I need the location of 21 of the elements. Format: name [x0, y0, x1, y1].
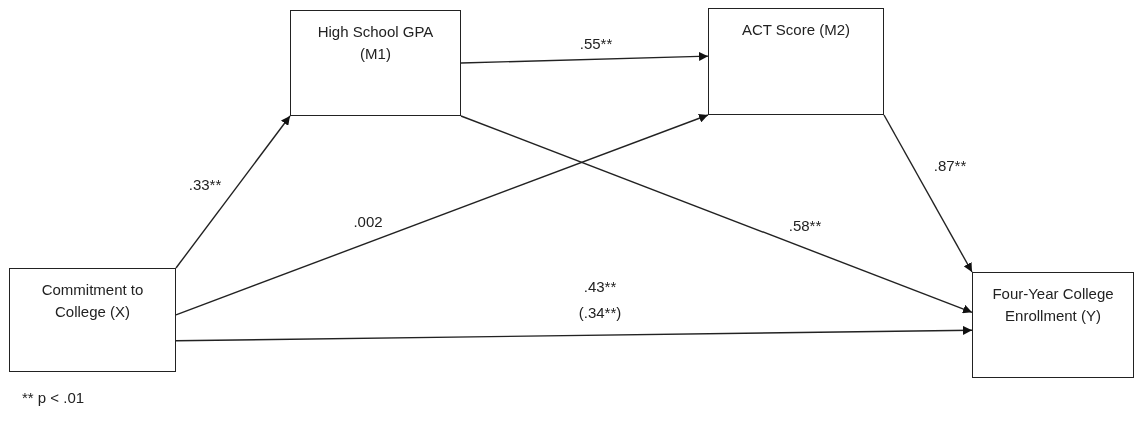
variable-box: [9, 268, 176, 372]
footnote: ** p < .01: [22, 388, 85, 408]
variable-box: [972, 272, 1134, 378]
path-arrow: [175, 113, 709, 316]
variable-name: ACT Score (M2): [740, 20, 852, 40]
path-arrow: [175, 325, 973, 342]
path-coefficient: .002: [352, 212, 384, 232]
variable-box: [290, 10, 461, 116]
path-arrow: [883, 114, 973, 273]
path-coefficient: .87**: [932, 156, 968, 176]
variable-name: Commitment to College (X): [40, 280, 145, 322]
variable-name: Four-Year College Enrollment (Y): [991, 284, 1115, 326]
variable-box: [708, 8, 884, 115]
path-arrow: [460, 115, 973, 314]
path-coefficient: .33**: [187, 175, 223, 195]
path-coefficient: .55**: [578, 34, 614, 54]
path-arrow: [460, 51, 709, 64]
variable-name: High School GPA (M1): [316, 22, 435, 64]
path-arrow: [175, 115, 291, 269]
path-coefficient: .43** (.34**): [577, 277, 623, 323]
path-coefficient: .58**: [787, 216, 823, 236]
